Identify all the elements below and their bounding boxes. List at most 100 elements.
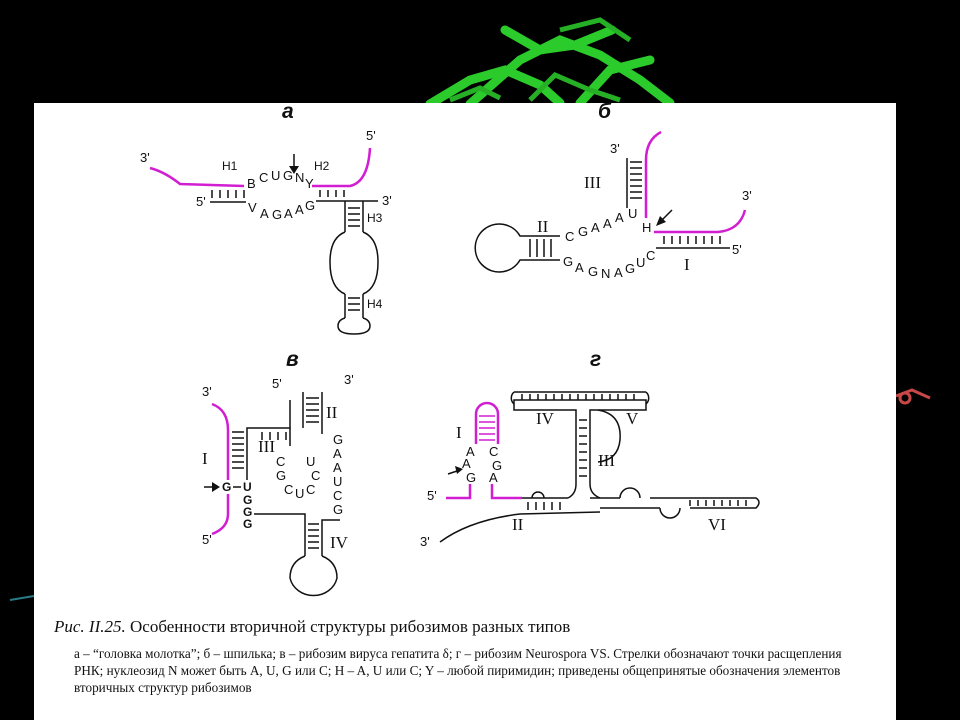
panel-b-letter: б — [598, 103, 612, 123]
nucleotide: U — [306, 454, 315, 469]
domain-label: III — [598, 451, 615, 470]
end-label: 5' — [732, 242, 742, 257]
panel-c-letter: в — [286, 348, 299, 371]
base-pairs-vi — [689, 500, 747, 506]
nucleotide: V — [248, 200, 257, 215]
nucleotide: Y — [305, 176, 314, 191]
base-pairs-i — [232, 431, 244, 469]
nucleotide: G — [625, 261, 635, 276]
nucleotide: G — [276, 468, 286, 483]
base-pairs-ii — [306, 397, 319, 423]
panel-d-letter: г — [590, 348, 601, 371]
nucleotide: G — [563, 254, 573, 269]
domain-label: III — [584, 173, 601, 192]
bottom-nucleotide-row: G A G N A G U C — [563, 248, 655, 281]
nucleotide: G — [243, 517, 252, 531]
substrate-hairpin — [474, 401, 500, 444]
nucleotide: U — [333, 474, 342, 489]
nucleotide: C — [284, 482, 293, 497]
cleavage-arrow-icon — [447, 466, 463, 475]
end-label: 3' — [344, 372, 354, 387]
domain-label: V — [626, 409, 639, 428]
substrate-strand-right — [312, 147, 372, 188]
base-pairs-iii — [579, 419, 587, 477]
nucleotide: U — [271, 168, 280, 183]
panel-c-hdv: в 3' 5' I G U 5' 3' — [202, 348, 354, 597]
panel-d-neurospora-vs: г I A A G C G A 5' — [420, 348, 760, 549]
nucleotide: U — [295, 486, 304, 501]
nucleotide: G — [305, 198, 315, 213]
cleavage-arrow-icon — [204, 482, 220, 492]
substrate-strand — [211, 402, 230, 536]
nucleotide: C — [276, 454, 285, 469]
domain-label: I — [684, 255, 690, 274]
base-pairs-iv-v — [521, 394, 635, 400]
ribozyme-diagram: а 3' 5' H1 H2 B C U G N Y — [140, 103, 760, 597]
panel-b-hairpin: б 3' 3' III C G A A A U H — [474, 103, 752, 281]
substrate-strand — [654, 209, 747, 234]
end-label: 3' — [382, 193, 392, 208]
nucleotide: A — [284, 206, 293, 221]
end-label: 3' — [140, 150, 150, 165]
end-label: 5' — [202, 532, 212, 547]
domain-label: IV — [330, 533, 349, 552]
nucleotide: B — [247, 176, 256, 191]
nucleotide: A — [260, 206, 269, 221]
figure-title: Особенности вторичной структуры рибозимо… — [130, 617, 571, 636]
base-pairs-iii — [261, 432, 287, 440]
nucleotide: C — [333, 488, 342, 503]
domain-label: VI — [708, 515, 726, 534]
nucleotide: C — [311, 468, 320, 483]
base-pairs-ii — [527, 502, 561, 510]
nucleotide: A — [614, 265, 623, 280]
nucleotide: U — [243, 480, 252, 494]
figure-sheet: а 3' 5' H1 H2 B C U G N Y — [34, 103, 896, 720]
nucleotide: C — [489, 444, 498, 459]
base-pairs-iii — [630, 161, 642, 199]
nucleotide: C — [259, 170, 268, 185]
domain-label: IV — [536, 409, 555, 428]
domain-label: II — [326, 403, 338, 422]
nucleotide: G — [222, 480, 231, 494]
substrate-strand — [644, 130, 662, 218]
helix-label: H1 — [222, 159, 238, 173]
helix-label: H3 — [367, 211, 383, 225]
top-nucleotide-row: C G A A A U H — [565, 206, 651, 244]
base-pairs-ii — [529, 239, 552, 257]
nucleotide: A — [615, 210, 624, 225]
domain-label: I — [202, 449, 208, 468]
nucleotide: C — [565, 229, 574, 244]
nucleotide: A — [575, 260, 584, 275]
figure-number: Рис. II.25. — [54, 617, 126, 636]
nucleotide: G — [333, 502, 343, 517]
nucleotide: A — [333, 460, 342, 475]
nucleotide: N — [601, 266, 610, 281]
end-label: 3' — [202, 384, 212, 399]
substrate-strand-left — [149, 166, 245, 188]
nucleotide: A — [591, 220, 600, 235]
nucleotide: G — [243, 505, 252, 519]
panel-a-letter: а — [282, 103, 294, 123]
end-label: 5' — [427, 488, 437, 503]
domain-label: II — [512, 515, 524, 534]
nucleotide: A — [462, 456, 471, 471]
nucleotide: U — [636, 255, 645, 270]
nucleotide: C — [306, 482, 315, 497]
base-pairs-i — [663, 236, 721, 244]
nucleotide: G — [466, 470, 476, 485]
nucleotide: G — [333, 432, 343, 447]
nucleotide: H — [642, 220, 651, 235]
nucleotide: G — [578, 224, 588, 239]
top-nucleotide-row: B C U G N Y — [247, 168, 314, 191]
helix-label: H2 — [314, 159, 330, 173]
end-label: 3' — [420, 534, 430, 549]
base-pairs-h2 — [319, 190, 345, 197]
nucleotide: G — [492, 458, 502, 473]
nucleotide: G — [243, 493, 252, 507]
nucleotide: A — [603, 216, 612, 231]
base-pairs-iv — [308, 523, 319, 549]
figure-legend: а – “головка молотка”; б – шпилька; в – … — [74, 646, 842, 695]
nucleotide: C — [646, 248, 655, 263]
nucleotide: U — [628, 206, 637, 221]
